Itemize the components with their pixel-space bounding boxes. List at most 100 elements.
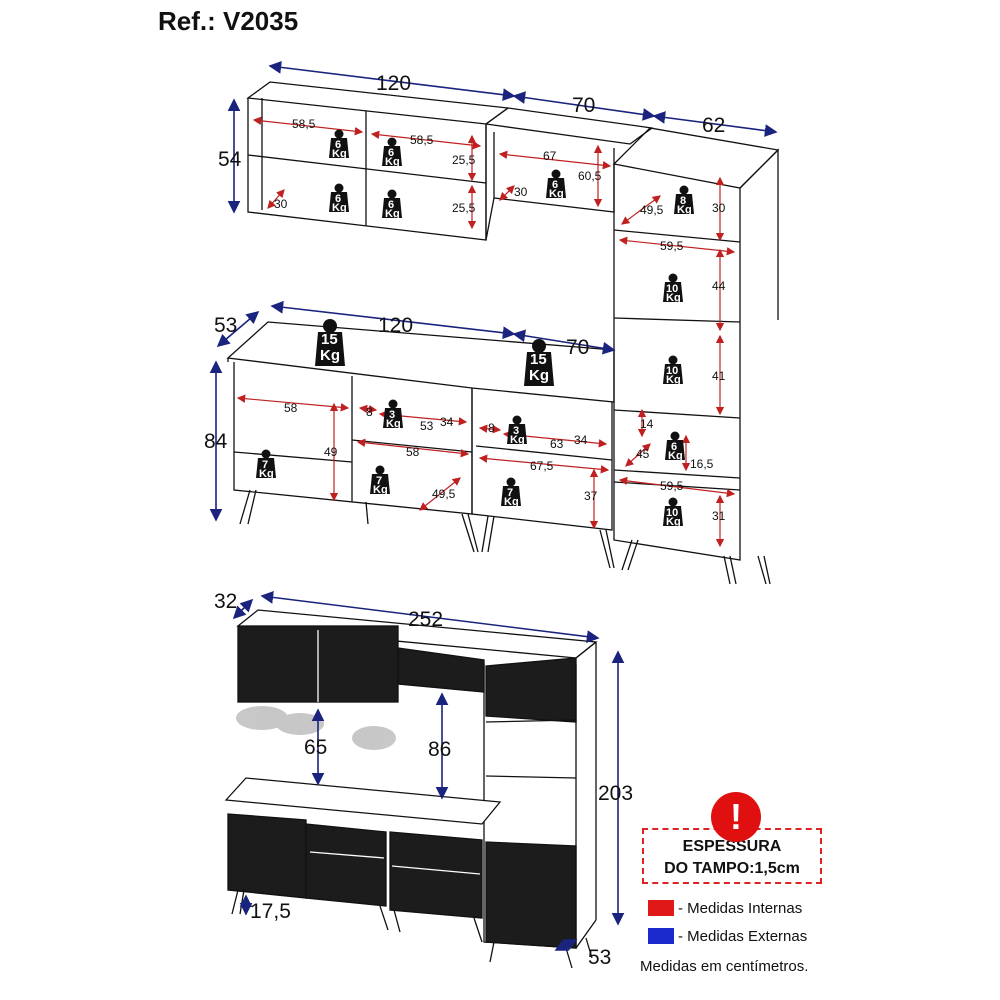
front-gap-2-label: 86 <box>428 738 451 761</box>
reference-title: Ref.: V2035 <box>158 6 299 36</box>
tower-int-h3: 41 <box>712 369 726 383</box>
svg-text:3: 3 <box>389 409 395 421</box>
legend-internal-label: - Medidas Internas <box>678 900 803 917</box>
svg-text:Kg: Kg <box>668 450 683 462</box>
svg-text:Kg: Kg <box>332 148 347 160</box>
legend-external: - Medidas Externas <box>648 928 807 945</box>
upper-int-mid-h: 60,5 <box>578 169 602 183</box>
lower-int-d1: 49,5 <box>432 487 456 501</box>
svg-text:8: 8 <box>680 195 686 207</box>
lower-width-mid-label: 70 <box>566 336 589 359</box>
front-gap-1-label: 65 <box>304 736 327 759</box>
lower-cabinets <box>226 321 771 585</box>
front-leg-label: 17,5 <box>250 900 291 923</box>
legend-external-label: - Medidas Externas <box>678 928 808 945</box>
upper-weight-3: 6Kg <box>329 183 349 214</box>
front-external-dimensions <box>232 591 625 951</box>
svg-text:10: 10 <box>666 365 678 377</box>
svg-text:Kg: Kg <box>504 496 519 508</box>
svg-text:6: 6 <box>671 441 677 453</box>
svg-text:Kg: Kg <box>320 347 340 364</box>
svg-text:7: 7 <box>262 459 268 471</box>
lower-int-w1: 58 <box>284 401 298 415</box>
upper-height-label: 54 <box>218 148 242 171</box>
tower-weight-1: 8Kg <box>674 185 694 216</box>
front-depth-label: 32 <box>214 590 237 613</box>
svg-text:6: 6 <box>552 179 558 191</box>
warning-line-2: DO TAMPO:1,5cm <box>664 860 800 877</box>
lower-int-h1: 49 <box>324 445 338 459</box>
tower-int-h1: 30 <box>712 201 726 215</box>
lower-weight-3: 7Kg <box>370 465 390 496</box>
lower-int-s4: 8 <box>488 421 495 435</box>
svg-text:Kg: Kg <box>666 292 681 304</box>
blue-swatch-icon <box>648 928 674 944</box>
upper-internal-dimensions <box>252 116 736 548</box>
upper-int-w2: 58,5 <box>410 133 434 147</box>
svg-text:Kg: Kg <box>510 434 525 446</box>
svg-text:6: 6 <box>388 199 394 211</box>
lower-weight-1: 7Kg <box>256 449 276 480</box>
lower-int-w2: 58 <box>406 445 420 459</box>
upper-int-h2: 25,5 <box>452 201 476 215</box>
lower-height-label: 84 <box>204 430 228 453</box>
tower-weight-4: 6Kg <box>665 431 685 462</box>
svg-text:10: 10 <box>666 283 678 295</box>
legend-internal: - Medidas Internas <box>648 900 802 917</box>
svg-text:7: 7 <box>376 475 382 487</box>
upper-int-mid-w: 67 <box>543 149 557 163</box>
upper-int-h1: 25,5 <box>452 153 476 167</box>
svg-text:Kg: Kg <box>666 374 681 386</box>
lower-int-w3: 67,5 <box>530 459 554 473</box>
svg-text:15: 15 <box>530 351 547 368</box>
units-note: Medidas em centímetros. <box>640 958 809 975</box>
lower-int-s3: 34 <box>440 415 454 429</box>
upper-width-mid-label: 70 <box>572 94 595 117</box>
svg-text:Kg: Kg <box>259 468 274 480</box>
svg-text:Kg: Kg <box>385 208 400 220</box>
svg-text:Kg: Kg <box>373 484 388 496</box>
lower-external-dimensions <box>209 300 616 522</box>
upper-external-dimensions <box>227 61 778 214</box>
svg-text:Kg: Kg <box>386 418 401 430</box>
svg-text:7: 7 <box>507 487 513 499</box>
lower-int-h2: 37 <box>584 489 598 503</box>
svg-text:6: 6 <box>335 193 341 205</box>
lower-weight-4: 3Kg <box>507 415 527 446</box>
lower-width-left-label: 120 <box>378 314 413 337</box>
lower-int-s2: 53 <box>420 419 434 433</box>
svg-text:6: 6 <box>335 139 341 151</box>
lower-weight-2: 3Kg <box>383 399 403 430</box>
lower-weight-5: 7Kg <box>501 477 521 508</box>
exclamation-icon: ! <box>711 792 761 842</box>
tower-int-h2: 44 <box>712 279 726 293</box>
upper-width-left-label: 120 <box>376 72 411 95</box>
warning-line-1: ESPESSURA <box>682 838 782 855</box>
svg-text:Kg: Kg <box>666 516 681 528</box>
front-base-depth-label: 53 <box>588 946 611 969</box>
upper-weight-2: 6Kg <box>382 137 402 168</box>
front-width-label: 252 <box>408 608 443 631</box>
tower-int-h5: 16,5 <box>690 457 714 471</box>
upper-int-d1: 30 <box>274 197 288 211</box>
upper-width-right-label: 62 <box>702 114 725 137</box>
tower-int-w: 59,5 <box>660 239 684 253</box>
tower-int-d: 49,5 <box>640 203 664 217</box>
tower-int-h4: 14 <box>640 417 654 431</box>
red-swatch-icon <box>648 900 674 916</box>
tower-int-h6: 31 <box>712 509 726 523</box>
svg-text:Kg: Kg <box>549 188 564 200</box>
svg-text:15: 15 <box>321 331 338 348</box>
svg-text:Kg: Kg <box>332 202 347 214</box>
upper-weight-1: 6Kg <box>329 129 349 160</box>
lower-int-s1: 8 <box>366 405 373 419</box>
svg-text:3: 3 <box>513 425 519 437</box>
svg-text:6: 6 <box>388 147 394 159</box>
svg-text:Kg: Kg <box>677 204 692 216</box>
